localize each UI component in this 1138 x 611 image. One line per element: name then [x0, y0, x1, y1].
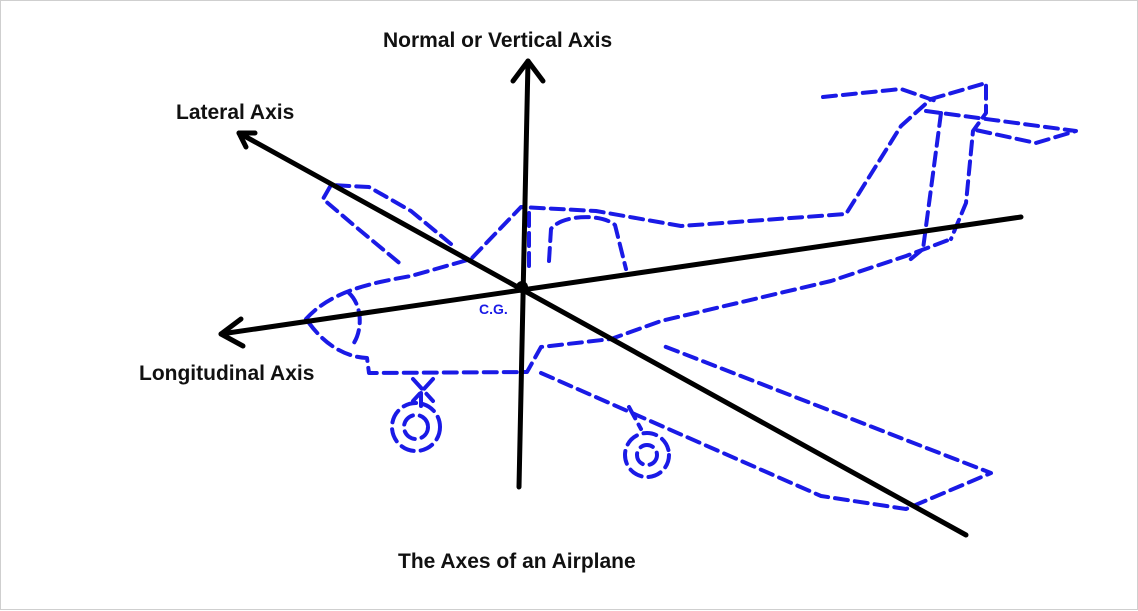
normal-axis-line: [516, 58, 531, 490]
cockpit-canopy: [527, 211, 628, 275]
horizontal-stabilizer: [821, 87, 1078, 145]
nose-gear-strut: [411, 377, 435, 408]
lateral-axis-line: [236, 130, 969, 538]
nose-wheel: [390, 401, 442, 453]
vertical-tail: [904, 81, 988, 265]
airplane-outline: [304, 81, 1078, 511]
lateral-axis-arrowhead: [236, 130, 258, 150]
axes-lines: [218, 58, 1024, 538]
center-of-gravity-point: [516, 281, 528, 293]
far-wing: [321, 183, 453, 268]
center-of-gravity-label: C.G.: [479, 301, 508, 317]
main-wheel: [623, 431, 671, 479]
longitudinal-axis-arrowhead: [218, 316, 246, 349]
fuselage-top: [304, 97, 933, 321]
propeller: [347, 291, 362, 349]
diagram-caption: The Axes of an Airplane: [398, 550, 636, 573]
fuselage-bottom: [307, 237, 953, 375]
lateral-axis-label: Lateral Axis: [176, 101, 295, 124]
normal-axis-label: Normal or Vertical Axis: [383, 29, 613, 52]
longitudinal-axis-label: Longitudinal Axis: [139, 362, 315, 385]
main-wheel-hub: [635, 443, 659, 467]
normal-axis-arrowhead: [510, 58, 546, 84]
main-gear-strut: [627, 405, 643, 431]
near-wing: [539, 343, 993, 511]
longitudinal-axis-line: [218, 214, 1024, 337]
nose-wheel-hub: [402, 413, 430, 441]
